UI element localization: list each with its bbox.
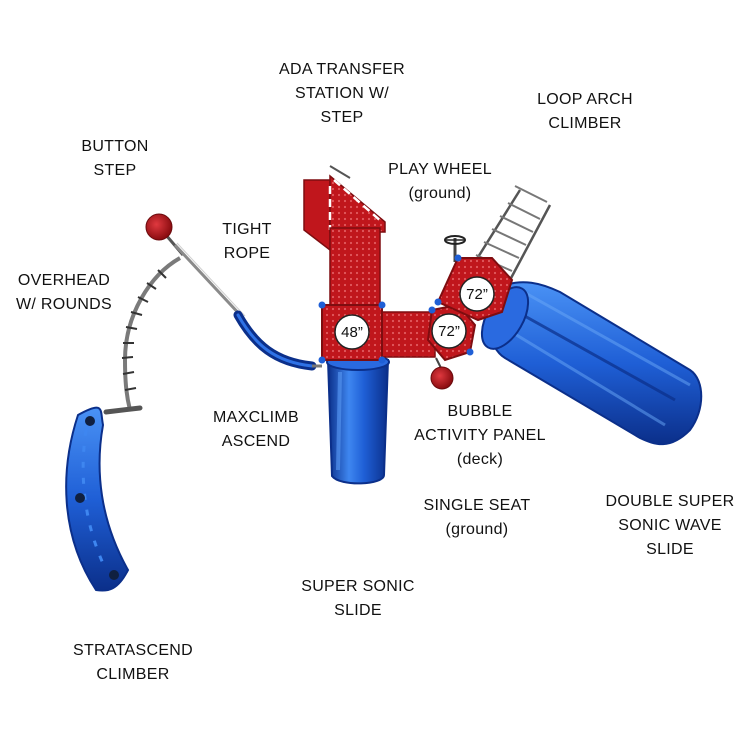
stratascend-climber — [65, 406, 130, 592]
tight-rope — [173, 242, 246, 320]
label-line: TIGHT — [222, 221, 272, 238]
label-line: SINGLE SEAT — [423, 497, 531, 514]
label-tight-rope: TIGHT ROPE — [214, 218, 280, 266]
label-line: SLIDE — [646, 541, 694, 558]
label-line: W/ ROUNDS — [15, 296, 113, 313]
label-loop-arch-climber: LOOP ARCH CLIMBER — [530, 88, 640, 136]
label-line: SUPER SONIC — [301, 578, 415, 595]
maxclimb-ascend — [233, 310, 322, 371]
label-line: SONIC WAVE — [618, 517, 722, 534]
label-single-seat: SINGLE SEAT (ground) — [414, 494, 540, 542]
label-line: BUTTON — [81, 138, 149, 155]
double-super-sonic-wave-slide — [480, 281, 703, 446]
label-ada-transfer-station: ADA TRANSFER STATION W/ STEP — [272, 58, 412, 130]
label-maxclimb-ascend: MAXCLIMB ASCEND — [200, 406, 312, 454]
label-play-wheel: PLAY WHEEL (ground) — [380, 158, 500, 206]
label-super-sonic-slide: SUPER SONIC SLIDE — [296, 575, 420, 623]
label-line: STEP — [93, 162, 137, 179]
super-sonic-slide — [326, 353, 390, 485]
label-line: PLAY WHEEL — [388, 161, 492, 178]
ada-transfer-station — [303, 165, 386, 309]
label-line: ADA TRANSFER — [279, 61, 405, 78]
deck-bridge — [379, 311, 436, 358]
label-line: CLIMBER — [96, 666, 170, 683]
label-line: ASCEND — [221, 433, 291, 450]
label-stratascend-climber: STRATASCEND CLIMBER — [66, 639, 200, 687]
label-line: STEP — [320, 109, 364, 126]
label-line: MAXCLIMB — [213, 409, 299, 426]
label-button-step: BUTTON STEP — [70, 135, 160, 183]
deck-48: 48” — [318, 301, 386, 364]
label-line: DOUBLE SUPER — [605, 493, 735, 510]
label-line: SLIDE — [334, 602, 382, 619]
label-line: (ground) — [408, 185, 472, 202]
label-line: OVERHEAD — [17, 272, 111, 289]
label-line: ACTIVITY PANEL — [414, 427, 546, 444]
deck-72-upper-label: 72” — [466, 286, 488, 303]
label-double-super-sonic-wave-slide: DOUBLE SUPER SONIC WAVE SLIDE — [600, 490, 740, 562]
label-line: (deck) — [456, 451, 504, 468]
deck-72-middle: 72” — [426, 303, 477, 362]
deck-72-upper: 72” — [434, 254, 514, 322]
label-bubble-activity-panel: BUBBLE ACTIVITY PANEL (deck) — [410, 400, 550, 472]
overhead-with-rounds — [103, 256, 181, 415]
label-line: ROPE — [223, 245, 271, 262]
bubble-activity-panel — [430, 357, 454, 390]
label-line: STRATASCEND — [72, 642, 194, 659]
label-line: LOOP ARCH — [537, 91, 633, 108]
label-line: CLIMBER — [548, 115, 622, 132]
deck-48-label: 48” — [341, 324, 363, 341]
label-line: BUBBLE — [447, 403, 513, 420]
deck-72-middle-label: 72” — [438, 323, 460, 340]
label-line: STATION W/ — [295, 85, 389, 102]
loop-arch-climber — [468, 185, 552, 281]
label-line: (ground) — [445, 521, 509, 538]
label-overhead-with-rounds: OVERHEAD W/ ROUNDS — [8, 269, 120, 317]
